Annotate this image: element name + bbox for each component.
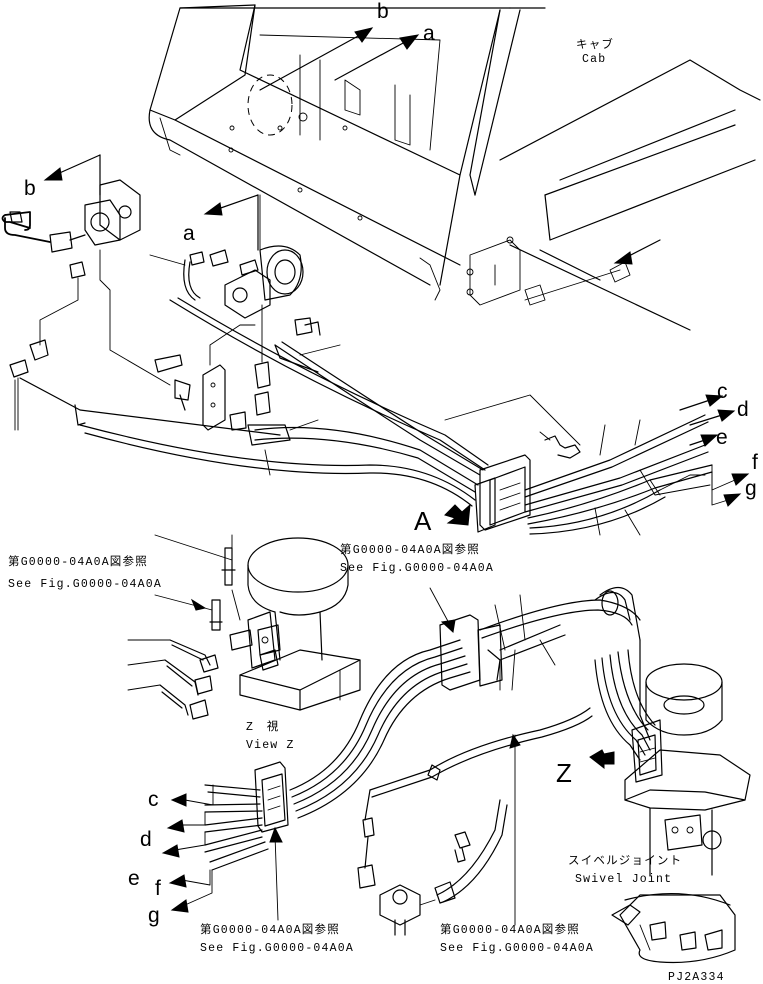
swivel-joint xyxy=(589,663,751,964)
callout-g-left: g xyxy=(148,904,160,927)
lower-hoses xyxy=(289,586,656,936)
fig-ref-en-2: See Fig.G0000-04A0A xyxy=(340,562,494,575)
view-z-jp: Z 視 xyxy=(246,719,280,734)
valve-group-a xyxy=(149,194,321,336)
view-marker-Z: Z xyxy=(556,758,572,788)
view-z-detail xyxy=(127,534,361,720)
swivel-joint-en: Swivel Joint xyxy=(575,873,672,886)
connector-block-A xyxy=(444,394,750,536)
swivel-joint-jp: スイベルジョイント xyxy=(568,855,682,868)
fig-ref-en-4: See Fig.G0000-04A0A xyxy=(440,942,594,955)
fig-ref-jp-2: 第G0000-04A0A図参照 xyxy=(340,542,480,557)
callout-arrows-top xyxy=(43,27,661,265)
fig-ref-jp-4: 第G0000-04A0A図参照 xyxy=(440,922,580,937)
callout-c-right: c xyxy=(717,380,728,403)
connector-block-lower xyxy=(161,761,289,921)
fig-ref-jp-3: 第G0000-04A0A図参照 xyxy=(200,922,340,937)
callout-b-left: b xyxy=(24,177,36,200)
hose-bundle-upper xyxy=(14,297,489,507)
view-z-en: View Z xyxy=(246,739,295,752)
labels: b a b a キャブ Cab c d e f g A 第G0000-04A0A… xyxy=(8,0,758,984)
callout-f-right: f xyxy=(752,451,758,474)
view-marker-A: A xyxy=(414,506,432,536)
valve-group-b xyxy=(1,179,171,386)
drawing-number: PJ2A334 xyxy=(668,971,725,984)
fig-ref-en-3: See Fig.G0000-04A0A xyxy=(200,942,354,955)
callout-e-right: e xyxy=(716,426,728,449)
cab-label-jp: キャブ xyxy=(576,37,614,52)
callout-b-top: b xyxy=(377,0,389,23)
callout-c-left: c xyxy=(148,788,159,811)
cab-label-en: Cab xyxy=(582,53,606,66)
cab-structure xyxy=(148,4,761,331)
callout-d-left: d xyxy=(140,828,152,851)
callout-d-right: d xyxy=(737,398,749,421)
callout-e-left: e xyxy=(128,867,140,890)
fig-ref-en-1: See Fig.G0000-04A0A xyxy=(8,578,162,591)
distribution-block xyxy=(9,304,281,436)
fig-ref-jp-1: 第G0000-04A0A図参照 xyxy=(8,554,148,569)
callout-a-left: a xyxy=(183,222,195,245)
callout-f-left: f xyxy=(155,877,161,900)
callout-a-top: a xyxy=(423,22,435,45)
callout-g-right: g xyxy=(745,477,757,500)
